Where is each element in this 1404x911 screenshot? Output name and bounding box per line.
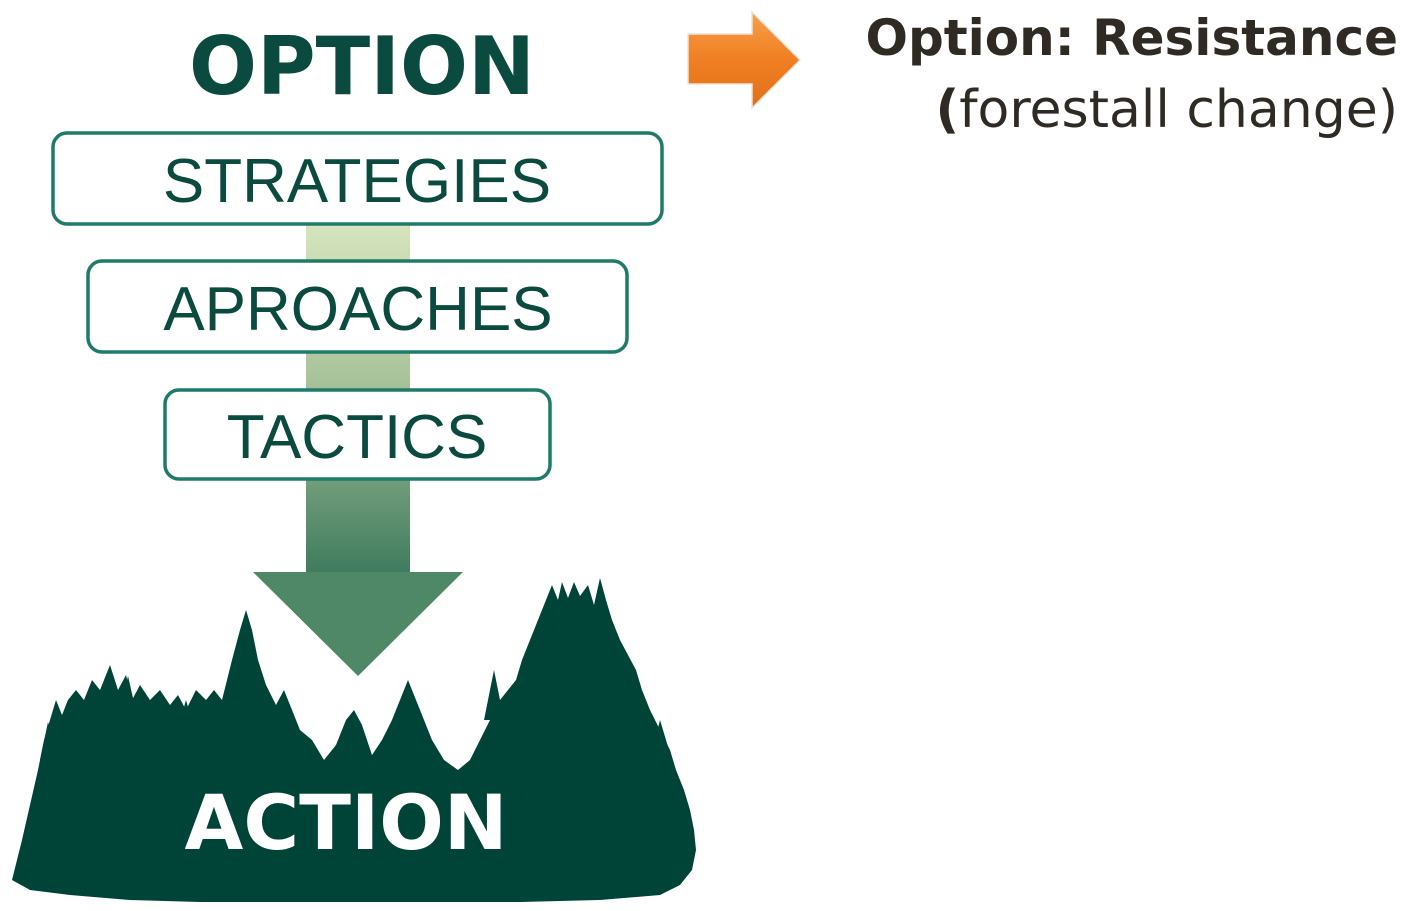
level-label-approaches: APROACHES	[163, 275, 552, 344]
tree-silhouette-icon	[12, 578, 696, 902]
action-label: ACTION	[185, 778, 508, 867]
level-box-strategies: STRATEGIES	[51, 131, 664, 226]
level-label-tactics: TACTICS	[227, 403, 488, 472]
level-box-frame	[51, 131, 664, 226]
level-box-tactics: TACTICS	[163, 388, 552, 481]
diagram-title: OPTION	[189, 20, 535, 113]
option-heading: Option: Resistance (forestall change)	[865, 2, 1398, 146]
level-box-frame	[163, 388, 552, 481]
close-paren: )	[1377, 80, 1398, 140]
open-paren: (	[935, 80, 960, 140]
option-resistance-title: Option: Resistance	[865, 9, 1398, 67]
flow-arrow-head	[253, 572, 463, 676]
level-box-approaches: APROACHES	[86, 259, 629, 354]
orange-right-arrow-icon	[687, 10, 802, 110]
level-box-frame	[86, 259, 629, 354]
option-resistance-subtitle: (forestall change)	[865, 74, 1398, 146]
level-label-strategies: STRATEGIES	[163, 147, 551, 216]
subtitle-text: forestall change	[959, 80, 1378, 140]
